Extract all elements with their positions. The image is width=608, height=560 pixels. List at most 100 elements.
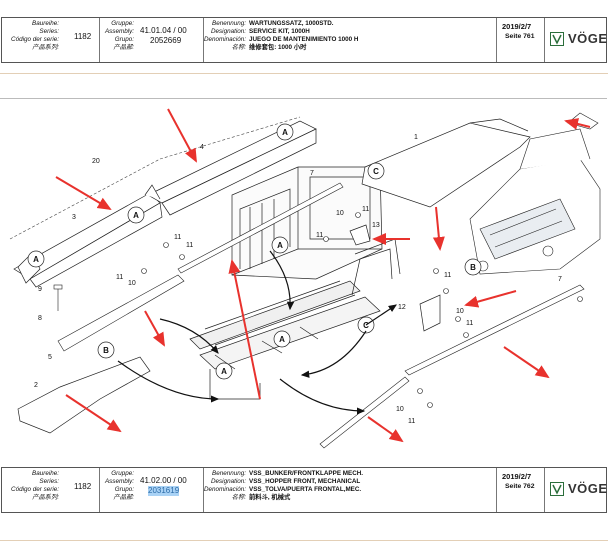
series-label-es: Código der serie:	[11, 486, 59, 493]
view-markers: A A A A A A B B C C	[33, 128, 476, 376]
part-label: 10	[336, 210, 344, 217]
group-value: 2052669	[150, 36, 182, 45]
part-20-cable	[9, 116, 301, 240]
desc-value-de: VSS_BUNKER/FRONTKLAPPE MECH.	[249, 470, 364, 477]
chassis-frame	[189, 166, 401, 400]
part-1-panel	[361, 118, 531, 208]
assembly-cell: Gruppe: Assembly: Grupo: 产品部: 41.02.00 /…	[99, 468, 204, 512]
view-marker: A	[282, 128, 288, 137]
sheet-date: 2019/2/7	[502, 472, 532, 481]
desc-value-en: VSS_HOPPER FRONT, MECHANICAL	[249, 478, 361, 485]
date-cell: 2019/2/7 Seite 762	[496, 468, 545, 512]
desc-label-es: Denominación:	[203, 486, 246, 493]
desc-label-de: Benennung:	[212, 20, 246, 27]
page-number: Seite 761	[505, 33, 535, 40]
series-label-de: Baureihe:	[32, 20, 59, 27]
sheet-header-bottom: Baureihe: Series: Código der serie: 产品系列…	[1, 467, 607, 513]
group-label-de: Gruppe:	[111, 470, 134, 477]
part-label: 20	[92, 158, 100, 165]
view-marker: A	[221, 367, 227, 376]
series-label-en: Series:	[39, 28, 59, 35]
view-marker: C	[373, 167, 379, 176]
part-label: 12	[398, 304, 406, 311]
part-labels: 1 2 3 4 5 7 7 8 9 10 10 10 10 11 11 11 1…	[34, 134, 562, 425]
date-cell: 2019/2/7 Seite 761	[496, 18, 545, 62]
part-label: 4	[200, 144, 204, 151]
part-label: 8	[38, 315, 42, 322]
part-5-plate	[57, 274, 185, 352]
group-label-es: Grupo:	[114, 486, 134, 493]
page-divider	[0, 73, 608, 74]
desc-value-zh: 前料斗, 机械式	[249, 494, 291, 501]
sheet-header-top: Baureihe: Series: Código der serie: 产品系列…	[1, 17, 607, 63]
desc-value-es: VSS_TOLVA/PUERTA FRONTAL,MEC.	[249, 486, 362, 493]
detail-callouts	[27, 123, 482, 380]
view-marker: B	[103, 346, 109, 355]
part-label: 1	[414, 134, 418, 141]
view-marker: B	[470, 263, 476, 272]
desc-value-es: JUEGO DE MANTENIMIENTO 1000 H	[249, 36, 359, 43]
group-label-zh: 产品部:	[113, 494, 134, 501]
view-marker: A	[133, 211, 139, 220]
part-label: 5	[48, 354, 52, 361]
page-divider	[0, 540, 608, 541]
part-label: 3	[72, 214, 76, 221]
view-marker: A	[277, 241, 283, 250]
part-label: 11	[466, 320, 473, 327]
sheet-date: 2019/2/7	[502, 22, 532, 31]
desc-label-en: Designation:	[210, 478, 246, 485]
part-label: 10	[396, 406, 404, 413]
series-label-en: Series:	[39, 478, 59, 485]
part-label: 11	[186, 242, 193, 249]
part-label: 10	[128, 280, 136, 287]
assembly-arrows	[117, 250, 397, 415]
part-13-bracket	[349, 224, 371, 246]
fasteners	[53, 212, 583, 408]
series-label-zh: 产品系列:	[32, 494, 59, 501]
desc-label-es: Denominación:	[203, 36, 246, 43]
series-cell: Baureihe: Series: Código der serie: 产品系列…	[2, 468, 100, 512]
assembly-value: 41.02.00 / 00	[140, 476, 187, 485]
desc-label-de: Benennung:	[212, 470, 246, 477]
desc-value-en: SERVICE KIT, 1000H	[249, 28, 310, 35]
brand-logo-icon	[550, 32, 564, 46]
assembly-cell: Gruppe: Assembly: Grupo: 产品部: 41.01.04 /…	[99, 18, 204, 62]
part-label: 11	[408, 418, 415, 425]
paver-machine	[469, 112, 601, 275]
series-label-zh: 产品系列:	[32, 44, 59, 51]
part-label: 11	[116, 274, 123, 281]
part-label: 11	[444, 272, 451, 279]
desc-label-zh: 名称:	[231, 44, 246, 51]
part-label: 9	[38, 286, 42, 293]
assembly-value: 41.01.04 / 00	[140, 26, 187, 35]
series-label-es: Código der serie:	[11, 36, 59, 43]
view-marker: A	[33, 255, 39, 264]
designation-cell: Benennung: Designation: Denominación: 名称…	[203, 468, 497, 512]
series-value: 1182	[74, 482, 92, 491]
brand-name: VÖGE	[568, 31, 608, 46]
part-label: 11	[174, 234, 181, 241]
brand-logo-icon	[550, 482, 564, 496]
page-number: Seite 762	[505, 483, 535, 490]
group-value-selected[interactable]: 2031619	[148, 486, 180, 496]
part-7-strip-upper	[177, 182, 344, 274]
group-label-en: Assembly:	[104, 478, 134, 485]
parts-diagram: 1 2 3 4 5 7 7 8 9 10 10 10 10 11 11 11 1…	[9, 108, 601, 449]
desc-value-de: WARTUNGSSATZ, 1000STD.	[249, 20, 334, 27]
desc-label-en: Designation:	[210, 28, 246, 35]
part-label: 10	[456, 308, 464, 315]
part-label: 11	[362, 206, 369, 213]
group-label-en: Assembly:	[104, 28, 134, 35]
desc-value-zh: 维修套包: 1000 小时	[249, 44, 307, 51]
series-value: 1182	[74, 32, 92, 41]
view-marker: C	[363, 321, 369, 330]
designation-cell: Benennung: Designation: Denominación: 名称…	[203, 18, 497, 62]
group-label-es: Grupo:	[114, 36, 134, 43]
part-12-bracket	[419, 294, 441, 332]
view-marker: A	[279, 335, 285, 344]
part-7-strip-lower	[404, 284, 585, 376]
desc-label-zh: 名称:	[231, 494, 246, 501]
series-cell: Baureihe: Series: Código der serie: 产品系列…	[2, 18, 100, 62]
part-3-trough	[13, 192, 163, 288]
part-label: 7	[310, 170, 314, 177]
